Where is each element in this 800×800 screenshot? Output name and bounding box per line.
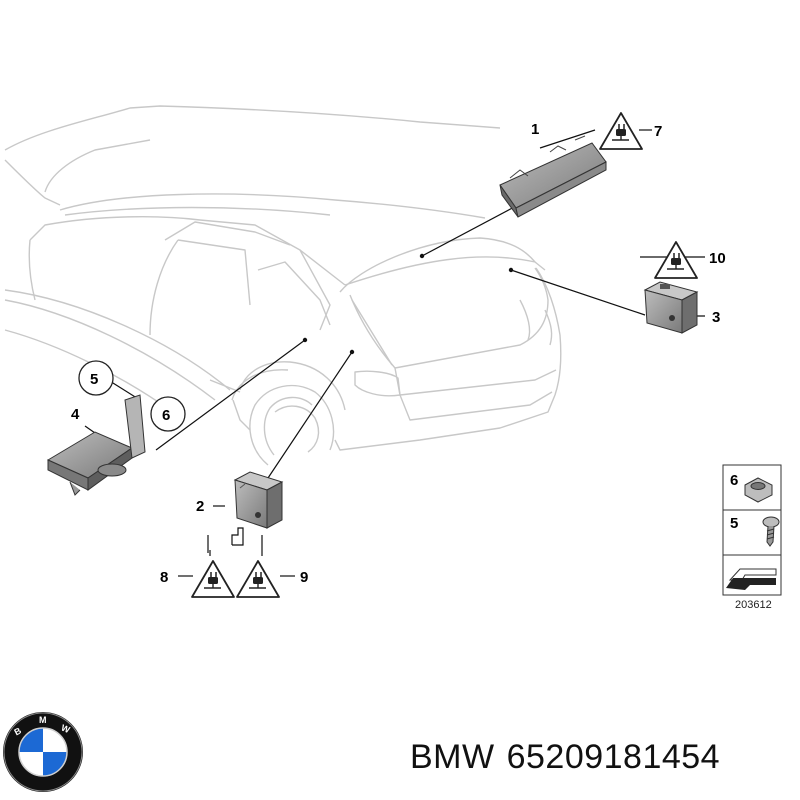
callout-5-circle: 5 (78, 360, 114, 396)
logo-letter-m: M (39, 715, 48, 725)
brand-name: BMW (410, 738, 495, 776)
module-part-3 (643, 281, 699, 334)
leader-lines (84, 129, 705, 577)
bracket-part-4 (46, 394, 146, 496)
callout-6: 6 (162, 407, 170, 424)
diagram-number: 203612 (735, 599, 772, 611)
callout-6-circle: 6 (150, 396, 186, 432)
legend-item-screw-number: 5 (730, 515, 738, 532)
callout-1: 1 (531, 121, 539, 138)
warning-plug-icon (654, 241, 698, 279)
control-unit-part-1 (499, 135, 607, 218)
warning-plug-icon (191, 560, 235, 598)
callout-10: 10 (709, 250, 726, 267)
warning-plug-icon (236, 560, 280, 598)
car-outline (4, 105, 562, 466)
callout-2: 2 (196, 498, 204, 515)
part-number: 65209181454 (506, 738, 721, 776)
callout-5: 5 (90, 371, 98, 388)
callout-8: 8 (160, 569, 168, 586)
callout-7: 7 (654, 123, 662, 140)
fastener-legend: 6 5 203612 (722, 464, 782, 611)
legend-item-nut-number: 6 (730, 472, 738, 489)
bmw-logo: B M W (3, 712, 83, 792)
part-caption: BMW 65209181454 (410, 738, 732, 777)
callout-3: 3 (712, 309, 720, 326)
module-part-2 (233, 471, 284, 529)
arrow-icon (726, 568, 777, 590)
callout-4: 4 (71, 406, 80, 423)
nut-icon (744, 477, 773, 503)
screw-icon (762, 516, 780, 547)
callout-9: 9 (300, 569, 308, 586)
warning-plug-icon (599, 112, 643, 150)
logo-letter-w: W (60, 723, 73, 736)
logo-letter-b: B (12, 725, 23, 737)
leader-dots (302, 253, 514, 355)
